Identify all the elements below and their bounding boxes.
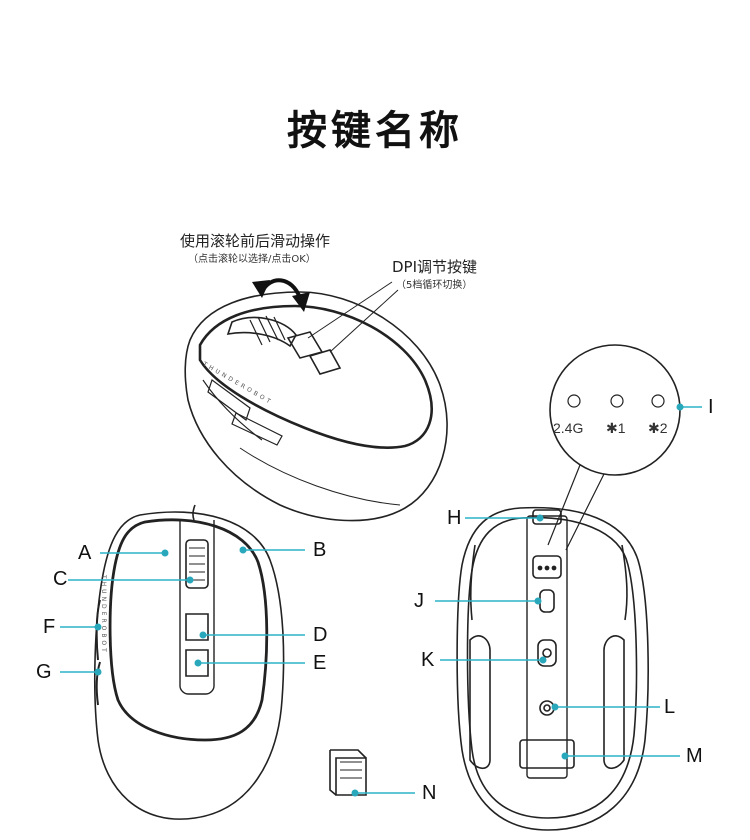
callout-c: C xyxy=(53,568,68,590)
callout-i: I xyxy=(708,396,714,418)
callout-d: D xyxy=(313,624,328,646)
callout-h: H xyxy=(447,507,462,529)
led-magnifier xyxy=(547,344,681,551)
scroll-instruction-sub: （点击滚轮以选择/点击OK） xyxy=(188,254,316,265)
callout-e: E xyxy=(313,652,327,674)
top-view-mouse xyxy=(93,504,285,820)
page-title: 按键名称 xyxy=(287,108,463,154)
callout-g: G xyxy=(36,661,52,683)
callout-l: L xyxy=(664,696,676,718)
callout-j: J xyxy=(414,590,424,612)
led-label-2.4g: 2.4G xyxy=(553,420,584,436)
led-label-bt1: ✱1 xyxy=(606,420,626,436)
dpi-instruction-sub: （5档循环切换） xyxy=(396,280,473,291)
scroll-instruction: 使用滚轮前后滑动操作 xyxy=(180,232,331,250)
callout-dots xyxy=(94,403,684,797)
led-label-bt2: ✱2 xyxy=(648,420,668,436)
usb-receiver xyxy=(329,749,367,796)
callout-m: M xyxy=(686,745,703,767)
callout-a: A xyxy=(78,542,92,564)
dpi-instruction: DPI调节按键 xyxy=(392,258,478,276)
callout-b: B xyxy=(313,539,327,561)
callout-f: F xyxy=(43,616,56,638)
underside-mouse xyxy=(456,506,649,831)
callout-n: N xyxy=(422,782,437,804)
callout-k: K xyxy=(421,649,435,671)
perspective-mouse xyxy=(184,291,448,522)
callout-lines xyxy=(60,406,702,794)
